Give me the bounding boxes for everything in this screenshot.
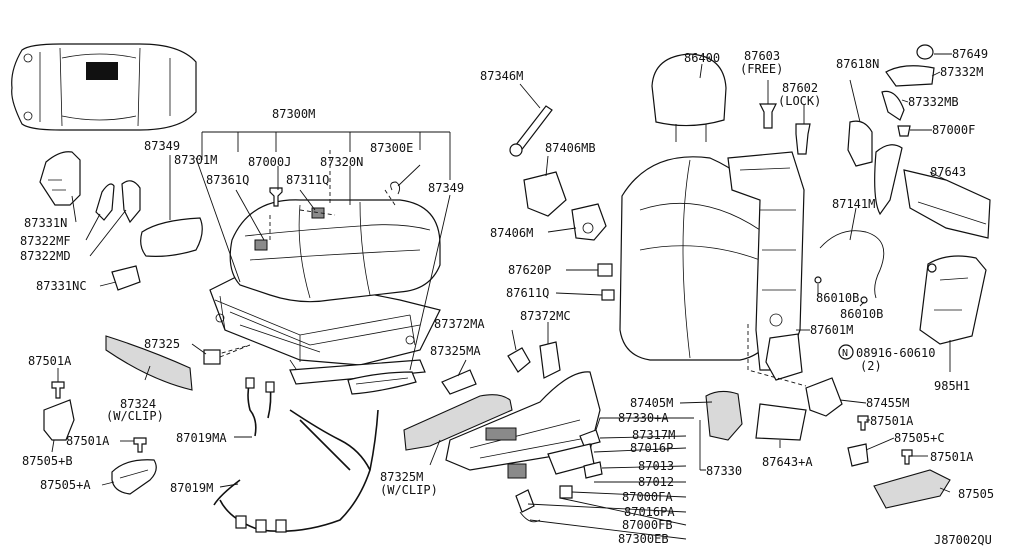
label-08916-qty: (2) — [860, 359, 882, 373]
label-87325: 87325 — [144, 337, 180, 351]
label-87505-C: 87505+C — [894, 431, 945, 445]
label-87643: 87643 — [930, 165, 966, 179]
label-87019M: 87019M — [170, 481, 213, 495]
vehicle-locator-icon — [11, 43, 197, 131]
label-n-symbol: N — [842, 348, 848, 359]
label-87300EB: 87300EB — [618, 532, 669, 546]
label-87012: 87012 — [638, 475, 674, 489]
label-87505-A: 87505+A — [40, 478, 91, 492]
label-87330-A: 87330+A — [618, 411, 669, 425]
wire-harness — [213, 377, 379, 533]
label-87332M: 87332M — [940, 65, 983, 79]
label-87311Q: 87311Q — [286, 173, 329, 187]
center-parts — [403, 105, 615, 523]
label-87300E: 87300E — [370, 141, 413, 155]
label-87317M: 87317M — [632, 428, 675, 442]
seat-location-highlight — [86, 62, 118, 80]
label-87000F: 87000F — [932, 123, 975, 137]
label-87501A-d: 87501A — [930, 450, 974, 464]
label-87322MD: 87322MD — [20, 249, 71, 263]
label-87372MC: 87372MC — [520, 309, 571, 323]
part-labels: 87300M 87349 87301M 87000J 87320N 87300E… — [20, 47, 994, 547]
label-87324-note: (W/CLIP) — [106, 409, 164, 423]
label-08916-60610: 08916-60610 — [856, 346, 935, 360]
label-87016PA: 87016PA — [624, 505, 675, 519]
label-87643-A: 87643+A — [762, 455, 813, 469]
label-86010B-b: 86010B — [840, 307, 883, 321]
leader-lines — [51, 53, 952, 540]
label-87406MB: 87406MB — [545, 141, 596, 155]
label-87501A-a: 87501A — [28, 354, 72, 368]
label-86400: 86400 — [684, 51, 720, 65]
label-87501A-c: 87501A — [870, 414, 914, 428]
label-87602-note: (LOCK) — [778, 94, 821, 108]
seat-back-assembly — [619, 44, 991, 509]
label-87301M: 87301M — [174, 153, 217, 167]
label-87332MB: 87332MB — [908, 95, 959, 109]
label-87016P: 87016P — [630, 441, 673, 455]
label-87019MA: 87019MA — [176, 431, 227, 445]
seat-cushion-side-trims — [39, 151, 193, 495]
label-87649: 87649 — [952, 47, 988, 61]
label-87325MA: 87325MA — [430, 344, 481, 358]
label-87349-right: 87349 — [428, 181, 464, 195]
label-87325M: 87325M — [380, 470, 423, 484]
label-87455M: 87455M — [866, 396, 909, 410]
label-87320N: 87320N — [320, 155, 363, 169]
label-87000FA: 87000FA — [622, 490, 673, 504]
label-87372MA: 87372MA — [434, 317, 485, 331]
label-87346M: 87346M — [480, 69, 523, 83]
diagram-code: J87002QU — [934, 533, 992, 547]
label-87331NC: 87331NC — [36, 279, 87, 293]
label-87601M: 87601M — [810, 323, 853, 337]
label-87349-left: 87349 — [144, 139, 180, 153]
label-87300M: 87300M — [272, 107, 315, 121]
label-87322MF: 87322MF — [20, 234, 71, 248]
label-87406M: 87406M — [490, 226, 533, 240]
label-87611Q: 87611Q — [506, 286, 549, 300]
label-985H1: 985H1 — [934, 379, 970, 393]
label-86010B-a: 86010B — [816, 291, 859, 305]
label-87505: 87505 — [958, 487, 994, 501]
label-87405M: 87405M — [630, 396, 673, 410]
seat-cushion-assembly — [140, 150, 441, 395]
label-87330: 87330 — [706, 464, 742, 478]
label-87505-B: 87505+B — [22, 454, 73, 468]
label-87501A-b: 87501A — [66, 434, 110, 448]
label-87603-note: (FREE) — [740, 62, 783, 76]
label-87618N: 87618N — [836, 57, 879, 71]
label-87324: 87324 — [120, 397, 156, 411]
label-87603: 87603 — [744, 49, 780, 63]
nut-symbol-icon — [838, 344, 854, 360]
label-87000J: 87000J — [248, 155, 291, 169]
label-87325M-note: (W/CLIP) — [380, 483, 438, 497]
label-87361Q: 87361Q — [206, 173, 249, 187]
label-87141M: 87141M — [832, 197, 875, 211]
label-87013: 87013 — [638, 459, 674, 473]
label-87620P: 87620P — [508, 263, 551, 277]
label-87000FB: 87000FB — [622, 518, 673, 532]
label-87331N: 87331N — [24, 216, 67, 230]
label-87602: 87602 — [782, 81, 818, 95]
